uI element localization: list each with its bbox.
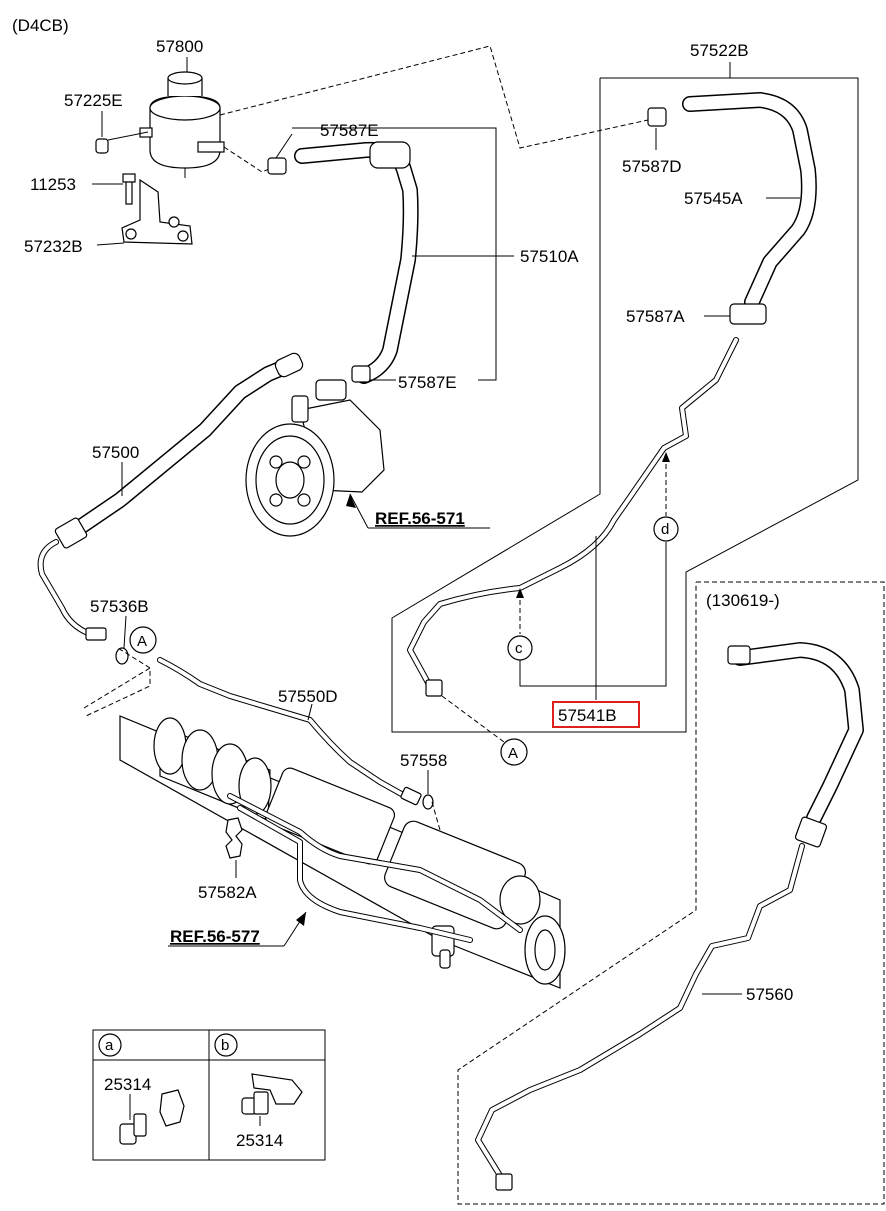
part-label-57587A: 57587A: [626, 307, 685, 326]
clamp-57587E-top: [267, 133, 293, 175]
bolt-11253: [122, 173, 136, 205]
ref-label-56-571: REF.56-571: [375, 509, 465, 528]
part-label-57510A: 57510A: [520, 247, 579, 266]
highlight-box-57541B: [552, 701, 640, 728]
nut-57225E: [95, 138, 109, 154]
marker-d: d: [661, 521, 669, 538]
part-label-57541B: 57541B: [558, 706, 617, 725]
part-label-57587E-top: 57587E: [320, 121, 379, 140]
marker-c: c: [515, 640, 523, 657]
ref-label-56-577: REF.56-577: [170, 927, 260, 946]
reservoir-assembly: [139, 71, 225, 178]
part-label-57550D: 57550D: [278, 687, 338, 706]
clamp-57587A: [729, 303, 767, 325]
marker-a-upper: A: [137, 633, 147, 650]
part-label-57560: 57560: [746, 985, 793, 1004]
clamp-57587D: [647, 107, 667, 127]
part-label-57500: 57500: [92, 443, 139, 462]
steering-gear-rack: [119, 715, 566, 989]
hose-sleeve: [369, 141, 411, 169]
part-label-57587D: 57587D: [622, 157, 682, 176]
legend-part-b: 25314: [236, 1131, 283, 1150]
part-label-57558: 57558: [400, 751, 447, 770]
engine-code-label: (D4CB): [12, 16, 69, 35]
marker-d-circle: [653, 516, 679, 542]
o-ring-57558: [422, 794, 434, 810]
part-label-57536B: 57536B: [90, 597, 149, 616]
part-label-57545A: 57545A: [684, 189, 743, 208]
marker-a-upper-circle: [129, 626, 157, 654]
part-label-57522B: 57522B: [690, 41, 749, 60]
part-label-11253: 11253: [30, 175, 76, 194]
legend-table: [92, 1029, 326, 1161]
legend-letter-b: b: [221, 1037, 229, 1054]
power-steering-pump: [245, 379, 385, 537]
part-label-57587E-bottom: 57587E: [398, 373, 457, 392]
legend-letter-a: a: [105, 1037, 114, 1054]
legend-clip-b: [241, 1073, 303, 1115]
legend-clip-a: [119, 1089, 185, 1145]
part-label-57225E: 57225E: [64, 91, 123, 110]
o-ring-57536B: [115, 647, 129, 665]
marker-a-lower: A: [508, 745, 518, 762]
clamp-57587E-bottom: [351, 365, 371, 383]
marker-a-lower-circle: [500, 738, 528, 766]
mounting-bracket: [121, 178, 193, 245]
legend-part-a: 25314: [104, 1075, 151, 1094]
part-label-57232B: 57232B: [24, 237, 83, 256]
part-label-57582A: 57582A: [198, 883, 257, 902]
part-label-57800: 57800: [156, 37, 203, 56]
date-note: (130619-): [706, 591, 780, 610]
clip-57582A: [225, 817, 243, 859]
